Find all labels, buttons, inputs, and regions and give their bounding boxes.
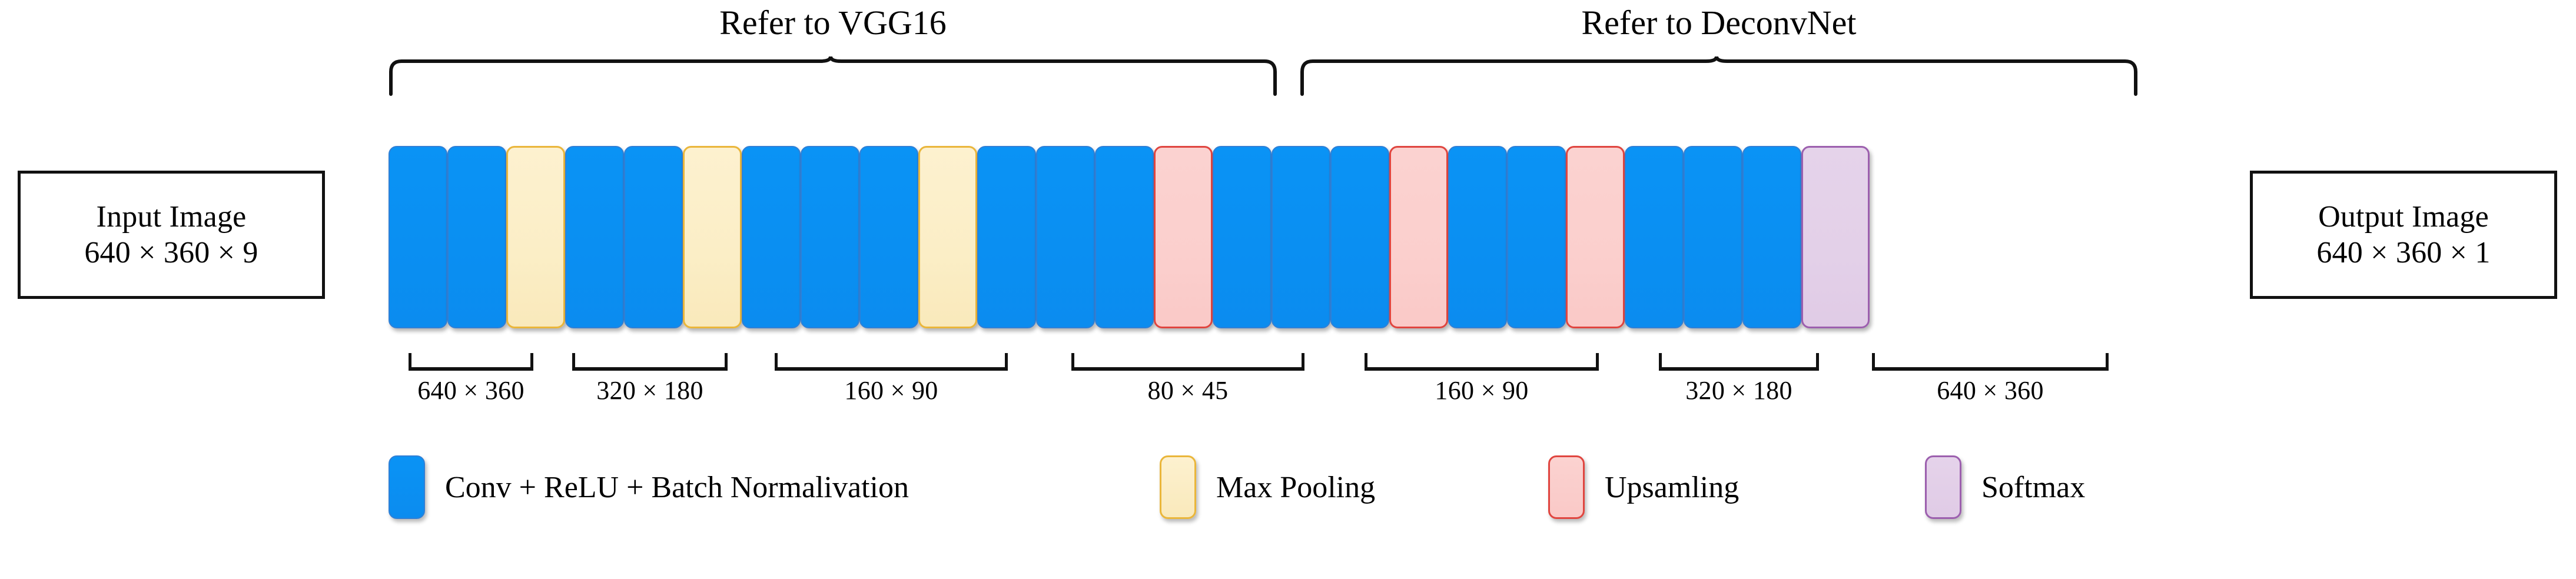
upsampling-block xyxy=(1389,146,1448,328)
dimension-group-3: 160 × 90 xyxy=(775,353,1008,412)
dimension-bracket xyxy=(1659,353,1819,371)
conv-block xyxy=(1036,146,1095,328)
legend-item-softmax: Softmax xyxy=(1925,455,2085,519)
conv-block xyxy=(1272,146,1330,328)
conv-block xyxy=(624,146,683,328)
dimension-label: 640 × 360 xyxy=(417,376,525,405)
dimension-group-1: 640 × 360 xyxy=(409,353,533,412)
output-image-box: Output Image 640 × 360 × 1 xyxy=(2250,171,2557,299)
conv-block xyxy=(447,146,506,328)
layer-block-row xyxy=(389,146,1870,328)
legend-label: Upsamling xyxy=(1605,470,1740,504)
input-image-dimensions: 640 × 360 × 9 xyxy=(84,236,258,269)
dimension-label: 80 × 45 xyxy=(1147,376,1229,405)
softmax-swatch-icon xyxy=(1925,455,1961,519)
dimension-group-2: 320 × 180 xyxy=(572,353,728,412)
upsampling-block xyxy=(1154,146,1213,328)
dimension-group-6: 320 × 180 xyxy=(1659,353,1819,412)
conv-block xyxy=(1742,146,1801,328)
dimension-bracket xyxy=(1071,353,1304,371)
dimension-label: 320 × 180 xyxy=(596,376,703,405)
dimension-group-4: 80 × 45 xyxy=(1071,353,1304,412)
legend-item-pool: Max Pooling xyxy=(1160,455,1548,519)
input-image-title: Input Image xyxy=(96,199,247,234)
dimension-bracket xyxy=(409,353,533,371)
conv-block xyxy=(1507,146,1566,328)
legend: Conv + ReLU + Batch Normalivation Max Po… xyxy=(389,452,2085,523)
decoder-brace xyxy=(1300,56,2138,96)
dimension-group-7: 640 × 360 xyxy=(1872,353,2109,412)
conv-block xyxy=(1330,146,1389,328)
dimension-label: 320 × 180 xyxy=(1685,376,1792,405)
conv-swatch-icon xyxy=(389,455,425,519)
softmax-block xyxy=(1801,146,1870,328)
conv-block xyxy=(977,146,1036,328)
dimension-label: 160 × 90 xyxy=(1435,376,1529,405)
max-pooling-block xyxy=(506,146,565,328)
dimension-bracket xyxy=(572,353,728,371)
legend-item-upsampling: Upsamling xyxy=(1548,455,1925,519)
max-pooling-block xyxy=(918,146,977,328)
upsampling-block xyxy=(1566,146,1625,328)
legend-label: Max Pooling xyxy=(1216,470,1376,504)
dimension-label: 640 × 360 xyxy=(1937,376,2044,405)
conv-block xyxy=(1095,146,1154,328)
conv-block xyxy=(1448,146,1507,328)
conv-block xyxy=(801,146,859,328)
output-image-title: Output Image xyxy=(2318,199,2489,234)
conv-block xyxy=(859,146,918,328)
legend-label: Softmax xyxy=(1981,470,2086,504)
max-pooling-block xyxy=(683,146,742,328)
conv-block xyxy=(1684,146,1742,328)
dimension-bracket xyxy=(775,353,1008,371)
upsampling-swatch-icon xyxy=(1548,455,1585,519)
dimension-bracket xyxy=(1872,353,2109,371)
encoder-brace xyxy=(389,56,1277,96)
input-image-box: Input Image 640 × 360 × 9 xyxy=(18,171,325,299)
dimension-bracket xyxy=(1365,353,1599,371)
conv-block xyxy=(1213,146,1272,328)
max-pooling-swatch-icon xyxy=(1160,455,1196,519)
decoder-section-title: Refer to DeconvNet xyxy=(1581,4,1857,42)
dimension-group-5: 160 × 90 xyxy=(1365,353,1599,412)
conv-block xyxy=(389,146,447,328)
legend-item-conv: Conv + ReLU + Batch Normalivation xyxy=(389,455,1160,519)
dimension-label: 160 × 90 xyxy=(844,376,938,405)
conv-block xyxy=(565,146,624,328)
encoder-section-title: Refer to VGG16 xyxy=(719,4,947,42)
legend-label: Conv + ReLU + Batch Normalivation xyxy=(445,470,909,504)
conv-block xyxy=(1625,146,1684,328)
conv-block xyxy=(742,146,801,328)
output-image-dimensions: 640 × 360 × 1 xyxy=(2316,236,2491,269)
